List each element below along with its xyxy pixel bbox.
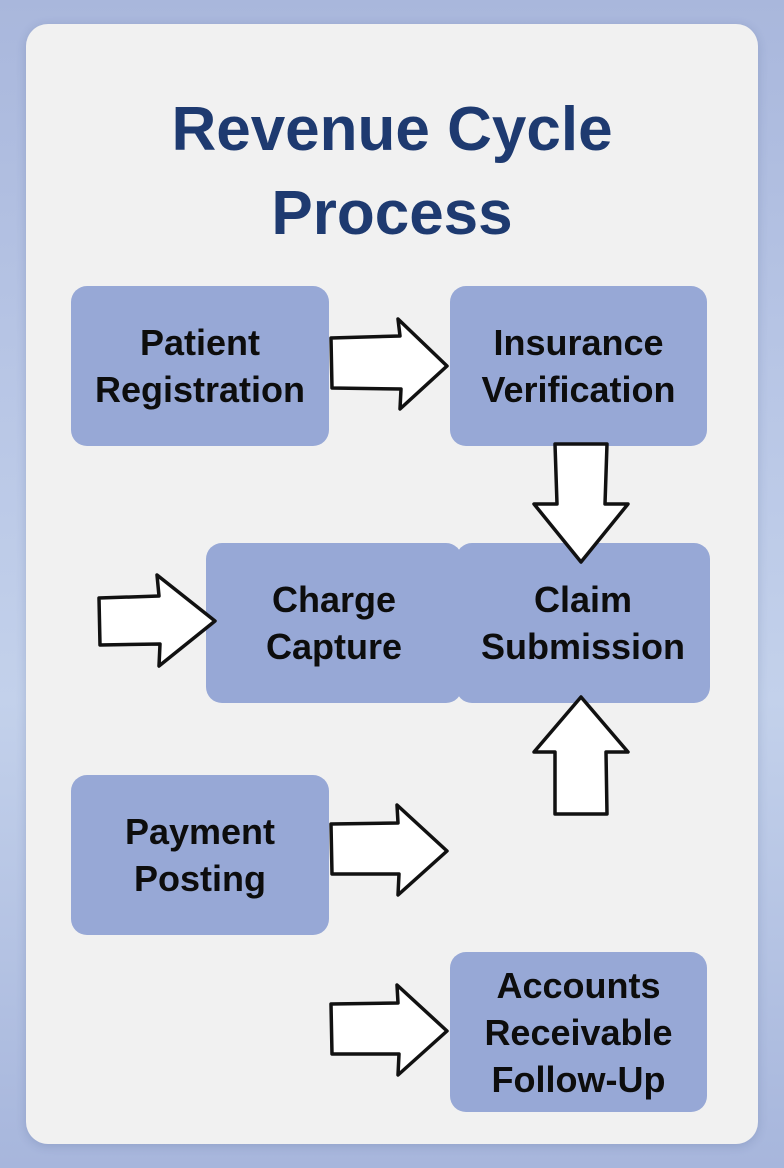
step-label-line: Verification [481, 369, 676, 410]
step-label: Insurance Verification [481, 319, 675, 413]
title-line-2: Process [271, 179, 513, 248]
arrow-down-icon [532, 442, 630, 564]
arrow-right-icon [329, 317, 449, 411]
step-label: Patient Registration [95, 319, 305, 413]
step-charge-capture: Charge Capture [206, 543, 462, 703]
diagram-title: Revenue Cycle Process [0, 88, 784, 256]
arrow-right-icon [329, 803, 449, 897]
arrow-right-icon [329, 983, 449, 1077]
step-label-line: Posting [133, 858, 266, 899]
step-label: Charge Capture [266, 576, 402, 670]
step-label-line: Registration [94, 369, 306, 410]
step-label: Accounts Receivable Follow-Up [484, 962, 672, 1103]
step-claim-submission: Claim Submission [456, 543, 710, 703]
step-patient-registration: Patient Registration [71, 286, 329, 446]
arrow-up-icon [532, 695, 630, 816]
step-label-line: Claim [533, 579, 633, 620]
step-label-line: Receivable [484, 1011, 673, 1053]
step-accounts-receivable-follow-up: Accounts Receivable Follow-Up [450, 952, 707, 1112]
title-line-1: Revenue Cycle [171, 95, 613, 164]
step-label-line: Accounts [496, 964, 661, 1006]
step-label-line: Payment [124, 811, 276, 852]
arrow-right-icon [97, 573, 217, 668]
step-label: Payment Posting [125, 808, 275, 902]
step-label-line: Capture [265, 626, 403, 667]
step-label-line: Follow-Up [491, 1058, 666, 1100]
step-payment-posting: Payment Posting [71, 775, 329, 935]
step-insurance-verification: Insurance Verification [450, 286, 707, 446]
step-label-line: Submission [480, 626, 686, 667]
step-label-line: Patient [139, 322, 261, 363]
step-label: Claim Submission [481, 576, 685, 670]
step-label-line: Insurance [493, 322, 664, 363]
step-label-line: Charge [271, 579, 397, 620]
